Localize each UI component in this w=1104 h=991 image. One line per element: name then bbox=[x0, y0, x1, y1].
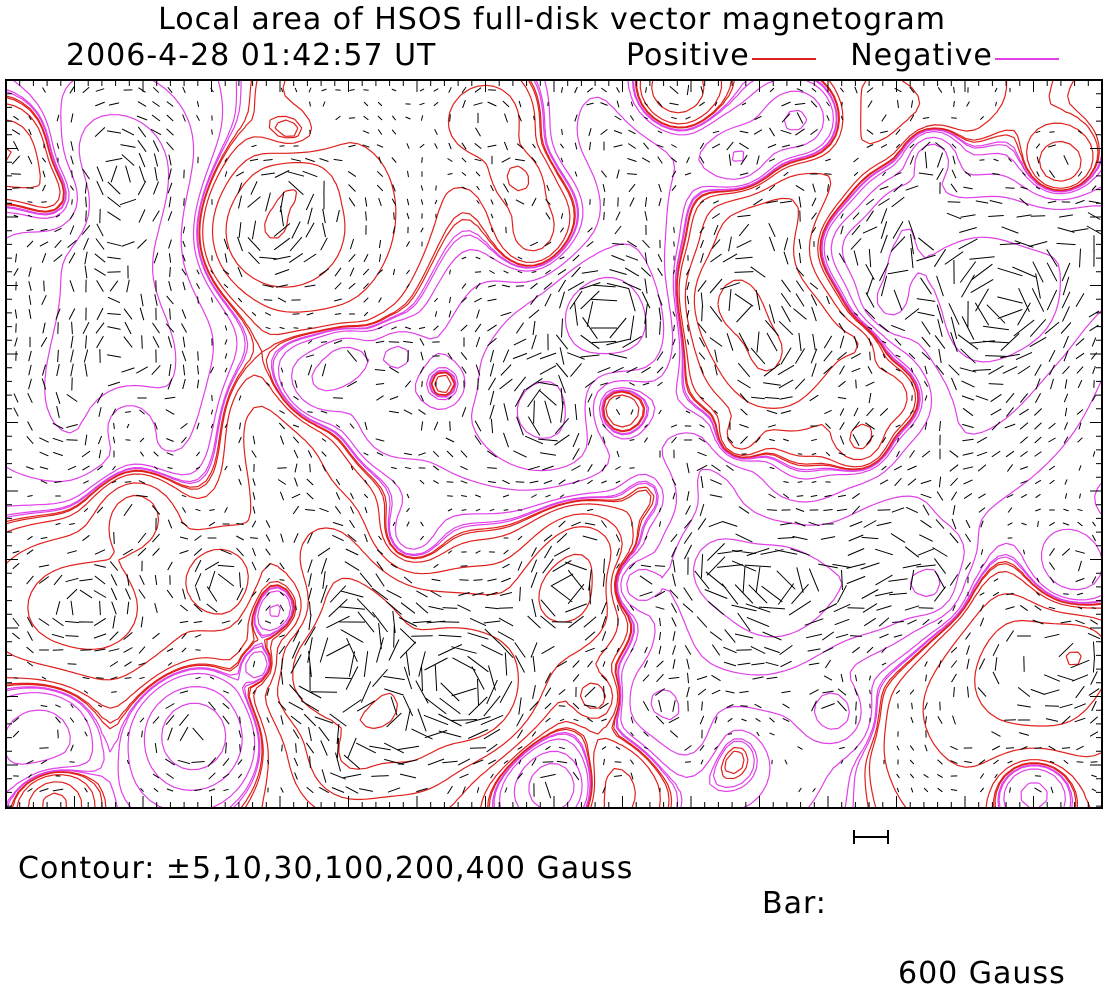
legend-item-positive: Positive bbox=[626, 38, 840, 73]
positive-contour-100 bbox=[5, 79, 1103, 809]
bar-caption-label: Bar: bbox=[762, 886, 827, 921]
plot-frame bbox=[5, 79, 1103, 809]
scale-bar-icon bbox=[853, 830, 889, 844]
magnetogram-plot bbox=[5, 79, 1103, 809]
positive-contour-30 bbox=[5, 79, 1102, 809]
legend-item-negative: Negative bbox=[850, 38, 1059, 73]
chart-title: Local area of HSOS full-disk vector magn… bbox=[158, 2, 946, 37]
legend: Positive Negative bbox=[626, 38, 1059, 73]
legend-swatch-negative bbox=[994, 57, 1059, 60]
contour-levels-caption: Contour: ±5,10,30,100,200,400 Gauss bbox=[18, 851, 634, 886]
legend-label-negative: Negative bbox=[850, 38, 993, 73]
negative-contour-200 bbox=[44, 109, 1103, 809]
positive-contour-400 bbox=[221, 189, 1082, 770]
positive-contour-5 bbox=[5, 79, 1103, 809]
negative-contours bbox=[5, 79, 1103, 809]
vector-bars bbox=[11, 84, 1102, 799]
footer-caption: Contour: ±5,10,30,100,200,400 Gauss Bar:… bbox=[0, 816, 1104, 991]
axis-ticks bbox=[5, 79, 1102, 808]
legend-swatch-positive bbox=[751, 57, 816, 60]
positive-contour-10 bbox=[5, 79, 1103, 809]
legend-label-positive: Positive bbox=[626, 38, 750, 73]
negative-contour-10 bbox=[5, 79, 1103, 809]
negative-contour-100 bbox=[5, 79, 1103, 809]
observation-timestamp: 2006-4-28 01:42:57 UT bbox=[66, 38, 437, 73]
transverse-field-vectors bbox=[11, 84, 1102, 799]
frame-tick-marks bbox=[5, 79, 1102, 808]
bar-caption-value: 600 Gauss bbox=[898, 956, 1066, 991]
positive-contours bbox=[5, 79, 1103, 809]
negative-contour-30 bbox=[5, 79, 1103, 809]
negative-contour-5 bbox=[5, 79, 1103, 809]
